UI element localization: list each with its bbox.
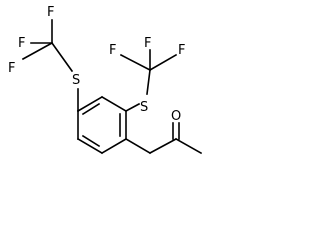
atom-f-left-mid: F xyxy=(18,36,25,51)
ring-double-bond xyxy=(81,102,101,116)
atom-o-ketone: O xyxy=(171,109,181,124)
atom-s-left: S xyxy=(72,73,80,88)
atom-f-right-bottom: F xyxy=(144,36,151,51)
bond-carbonyl-methyl xyxy=(174,137,203,155)
atom-f-right-left: F xyxy=(109,43,116,58)
left-trifluoromethylthio-group: S F F F xyxy=(8,5,80,112)
ring-bond xyxy=(100,137,128,155)
bond-c-f-left-bottom xyxy=(21,41,54,61)
atom-f-left-top: F xyxy=(47,5,54,20)
bond-ring-s-right xyxy=(124,102,141,113)
right-trifluoromethylthio-group: S F F F xyxy=(109,36,185,115)
bond-s-c-right xyxy=(146,69,151,95)
atom-s-right: S xyxy=(140,100,148,115)
atom-f-right-right: F xyxy=(178,43,185,58)
atom-f-left-bottom: F xyxy=(8,61,15,76)
ring-double-bond xyxy=(81,134,101,148)
structure-diagram: S F F F S F F F O xyxy=(8,5,203,155)
bond-c-f-right-right xyxy=(148,53,178,72)
bond-s-c-left xyxy=(50,41,74,73)
benzene-ring xyxy=(76,95,128,155)
ring-bond xyxy=(100,95,128,113)
ring-bond xyxy=(76,137,104,155)
bond-c-f-right-left xyxy=(119,53,152,72)
bond-ring-ch2 xyxy=(124,137,152,155)
acetonyl-side-chain: O xyxy=(124,109,203,155)
ring-bond xyxy=(76,95,104,113)
bond-ch2-carbonyl xyxy=(148,137,178,155)
